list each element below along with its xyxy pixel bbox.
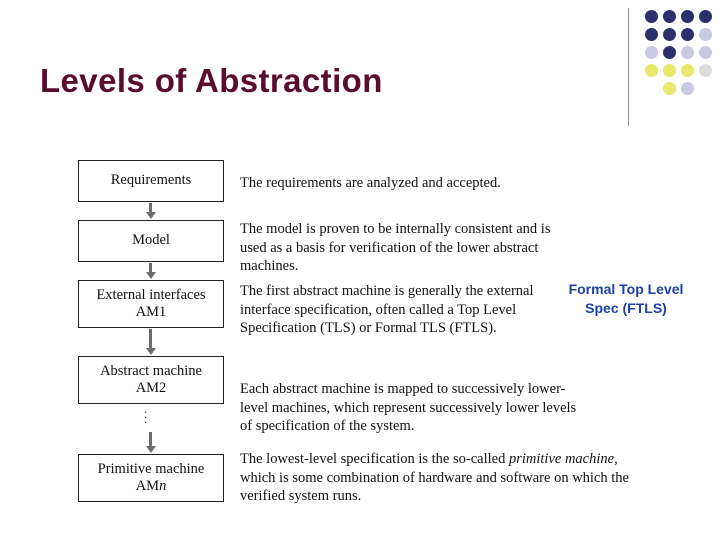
primitive-machine-text: The lowest-level specification is the so… [240,450,630,506]
decorative-dot [681,64,694,77]
decorative-dot [681,10,694,23]
decorative-dot [645,46,658,59]
ellipsis-dot: . [144,411,148,426]
arrow-model-to-am1-icon [146,263,156,279]
vertical-ellipsis: ... [144,401,148,426]
page-title: Levels of Abstraction [40,62,383,99]
paragraph-segment: primitive machine [508,451,615,467]
arrow-head [146,212,156,219]
ftls-annotation-line1: Formal Top Level [568,281,684,297]
diagram-box-model: Model [78,220,224,262]
decorative-dot [663,10,676,23]
decorative-dot [645,64,658,77]
decorative-dot [699,64,712,77]
decorative-dot [699,10,712,23]
requirements-text: The requirements are analyzed and accept… [240,175,501,191]
decorative-dot [663,28,676,41]
diagram-box-sublabel: AMn [135,478,167,494]
arrow-shaft [149,432,152,446]
diagram-box-label: Requirements [110,172,192,189]
decorative-dot [699,46,712,59]
ftls-annotation-line2: Spec (FTLS) [585,299,667,316]
arrow-shaft [149,263,152,272]
decorative-dot [699,28,712,41]
diagram-box-label: Abstract machine [100,362,202,379]
diagram-box-requirements: Requirements [78,160,224,202]
arrow-head [146,272,156,279]
diagram-box-label: Model [132,232,170,249]
diagram-box-label: External interfaces [96,286,206,303]
diagram-box-label: Primitive machine [97,460,205,477]
decorative-dot-grid [645,10,713,120]
decorative-dot [663,46,676,59]
ellipsis-dot: . [144,401,148,416]
decorative-dot [681,82,694,95]
decorative-dot [663,82,676,95]
arrow-head [146,446,156,453]
vertical-divider-rule [628,8,629,126]
ellipsis-dot: . [144,406,148,421]
paragraph-segment: , which is some combination of hardware … [240,451,629,505]
decorative-dot [681,46,694,59]
arrow-shaft [149,329,152,348]
arrow-requirements-to-model-icon [146,203,156,219]
arrow-am1-to-am2-icon [146,329,156,355]
diagram-box-sublabel: AM1 [135,304,167,320]
paragraph-segment: The lowest-level specification is the so… [240,451,509,467]
mapping-text: Each abstract machine is mapped to succe… [240,381,577,435]
diagram-box-sublabel: AM2 [135,380,167,396]
decorative-dot [663,64,676,77]
arrow-dots-to-amn-icon [146,432,156,453]
decorative-dot [645,10,658,23]
decorative-dot [645,28,658,41]
decorative-dot [681,28,694,41]
arrow-shaft [149,203,152,212]
ftls-annotation: Formal Top Level Spec (FTLS) [540,280,712,318]
tls-text: The first abstract machine is generally … [240,283,534,337]
arrow-head [146,348,156,355]
model-text: The model is proven to be internally con… [240,221,551,275]
